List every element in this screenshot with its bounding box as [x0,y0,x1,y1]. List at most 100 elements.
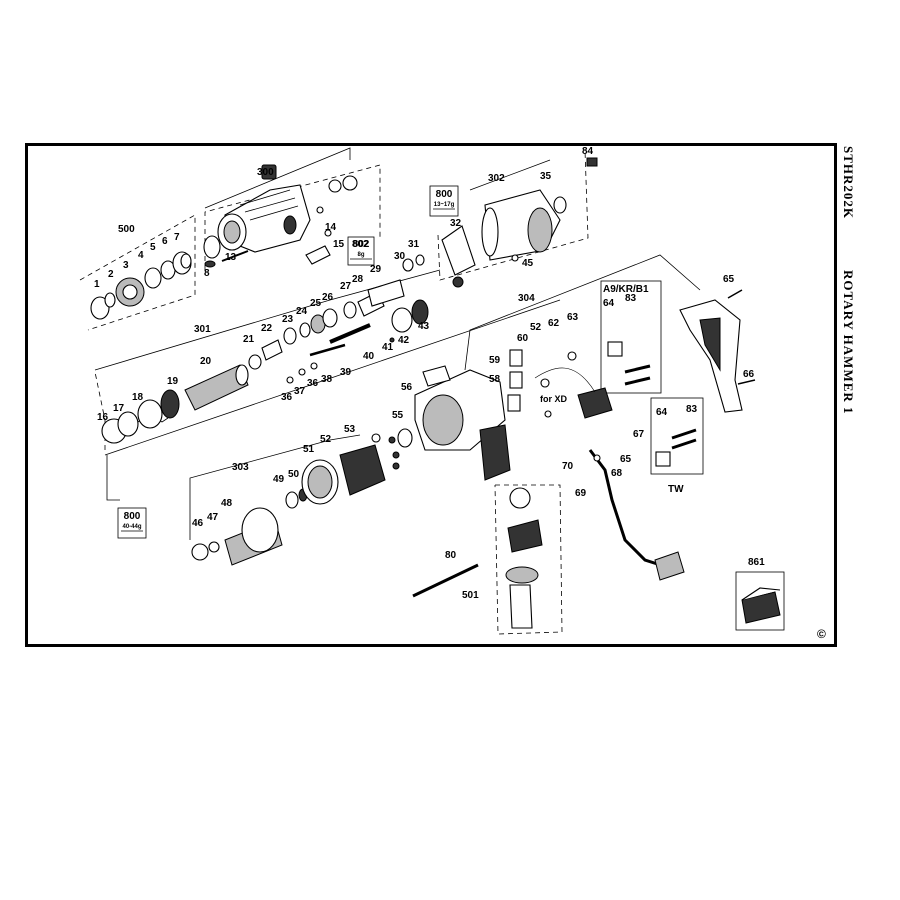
group-301-line [94,269,441,371]
part-number: 38 [321,374,333,385]
part-number: 83 [686,404,698,415]
grease-box-2: 802 8g [347,236,375,266]
main-housing-304 [414,349,613,481]
group-500-outline [79,214,196,331]
part-number: 17 [113,403,125,414]
group-300-line [204,147,351,209]
carbon-brushes-a9 [607,341,651,386]
svg-text:8g: 8g [357,252,364,258]
part-number: 19 [167,376,179,387]
part-number: 2 [108,269,114,280]
part-number: 83 [625,293,637,304]
part-number: 302 [488,173,505,184]
grease-box-3: 800 40-44g [117,507,147,539]
depth-rod [412,563,479,598]
gear-housing-300 [203,164,358,265]
rear-handle [679,289,756,413]
part-number: 64 [603,298,615,309]
part-number: 45 [522,258,534,269]
svg-text:802: 802 [353,239,370,250]
part-number: 60 [517,333,529,344]
part-number: 62 [548,318,560,329]
part-number: 51 [303,444,315,455]
carbon-brushes-tw [655,428,697,467]
part-number: 58 [489,374,501,385]
variant-box-a9 [600,280,662,394]
product-subtitle: ROTARY HAMMER 1 [841,270,856,415]
part-number: 13 [225,252,237,263]
part-number: 69 [575,488,587,499]
part-number: 65 [723,274,735,285]
carry-case-861 [735,571,785,631]
group-304-line [464,254,701,371]
part-number: 26 [322,292,334,303]
part-number: 501 [462,590,479,601]
part-number: 301 [194,324,211,335]
part-number: 46 [192,518,204,529]
part-number: 55 [392,410,404,421]
part-number: 64 [656,407,668,418]
part-number: 80 [445,550,457,561]
part-number: 63 [567,312,579,323]
part-number: 36 [307,378,319,389]
motor-housing-302 [441,157,598,288]
part-number: 56 [401,382,413,393]
part-number: 59 [489,355,501,366]
part-number: 304 [518,293,535,304]
part-number: 47 [207,512,219,523]
spindle-assembly-301 [101,254,429,444]
part-number: 861 [748,557,765,568]
chuck-assembly-500 [90,251,216,320]
part-number: 25 [310,298,322,309]
group-301-left [94,371,106,450]
part-number: 802 [352,239,369,250]
part-number: 23 [282,314,294,325]
part-number: 20 [200,356,212,367]
part-number: 3 [123,260,129,271]
group-501-outline [494,484,563,635]
part-number: 49 [273,474,285,485]
part-number: 5 [150,242,156,253]
variant-box-tw [650,397,704,475]
part-number: 48 [221,498,233,509]
group-303-line [189,434,361,540]
part-number: 41 [382,342,394,353]
part-number: 1 [94,279,100,290]
part-number: 50 [288,469,300,480]
part-number: 7 [174,232,180,243]
part-number: 67 [633,429,645,440]
side-handle-501 [505,487,543,629]
svg-text:800: 800 [124,511,141,522]
svg-text:40-44g: 40-44g [122,524,141,530]
svg-text:13~17g: 13~17g [434,202,455,208]
part-number: 4 [138,250,144,261]
part-number: 18 [132,392,144,403]
part-number: 39 [340,367,352,378]
part-number: 16 [97,412,109,423]
part-number: 53 [344,424,356,435]
variant-label-for-xd: for XD [540,394,568,404]
part-number: 43 [418,321,430,332]
part-number: 70 [562,461,574,472]
power-cord [588,449,685,581]
group-301-bottom [104,299,561,456]
part-number: 40 [363,351,375,362]
part-number: 32 [450,218,462,229]
part-number: 15 [333,239,345,250]
part-number: 35 [540,171,552,182]
part-number: 22 [261,323,273,334]
part-number: 52 [530,322,542,333]
part-number: 52 [320,434,332,445]
part-number: 37 [294,386,306,397]
part-number: 31 [408,239,420,250]
grease-800-bracket [106,455,120,501]
copyright-mark: © [817,627,826,641]
armature-assembly-303 [191,428,413,566]
model-title: STHR202K [841,146,856,220]
part-number: 42 [398,335,410,346]
part-number: 300 [257,167,274,178]
part-number: 36 [281,392,293,403]
grease-box-1: 800 13~17g [429,185,459,217]
part-number: 6 [162,236,168,247]
